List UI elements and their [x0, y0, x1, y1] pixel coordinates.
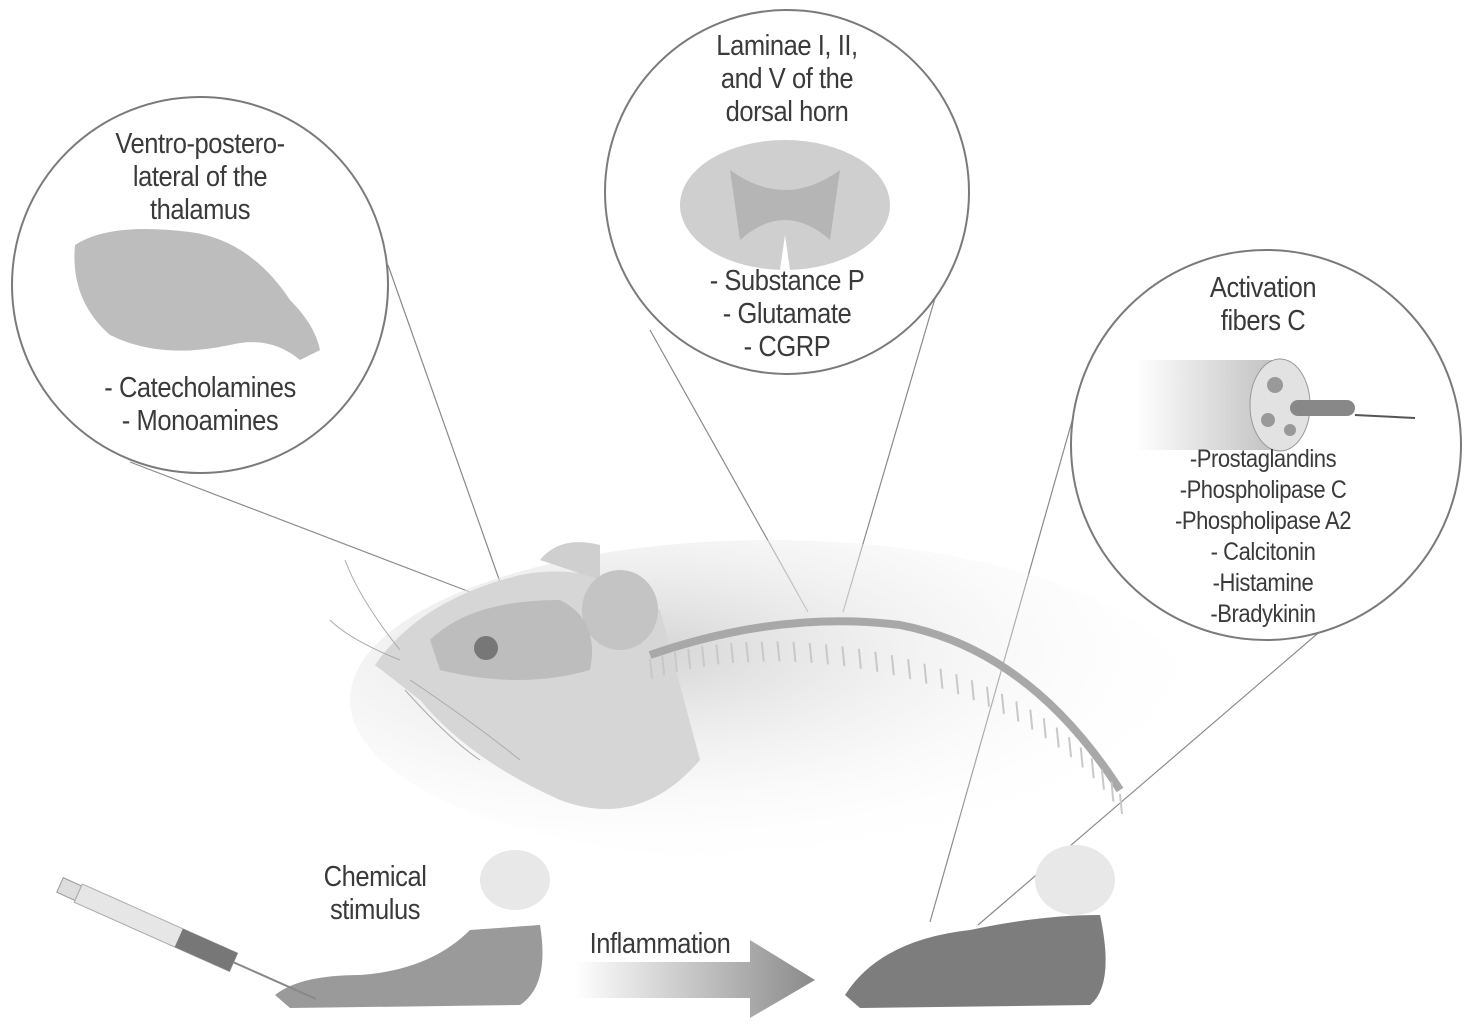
title-line: dorsal horn	[725, 96, 849, 128]
spinal-nerve	[673, 651, 678, 672]
whiskers-icon	[329, 559, 521, 761]
spinal-nerve	[792, 641, 797, 663]
list-item: -Phospholipase C	[1179, 476, 1347, 504]
inflammation-arrow	[575, 940, 815, 1018]
title-line: Ventro-postero-	[115, 128, 285, 160]
spinal-nerve	[890, 655, 895, 676]
spinal-nerve	[923, 663, 928, 684]
spinal-nerve	[939, 668, 944, 689]
thalamus-items: - Catecholamines - Monoamines	[59, 372, 341, 438]
right-paw-inflamed	[845, 845, 1115, 1008]
spinal-nerve	[874, 651, 879, 672]
spinal-nerve	[1090, 758, 1095, 779]
list-item: - Catecholamines	[104, 372, 296, 404]
spinal-nerve	[1119, 793, 1123, 815]
spinal-nerve	[808, 642, 813, 663]
spinal-nerve	[1110, 781, 1115, 802]
spinal-nerve	[661, 655, 666, 676]
title-line: thalamus	[149, 194, 251, 226]
spinal-nerve	[824, 644, 829, 665]
fibers-items: -Prostaglandins -Phospholipase C -Phosph…	[1131, 444, 1395, 630]
spinal-nerve	[745, 641, 750, 663]
spinal-nerve	[649, 658, 653, 680]
brain-icon	[74, 228, 320, 360]
spinal-nerve	[841, 646, 846, 667]
spinal-nerve	[1068, 737, 1073, 758]
label-line: stimulus	[329, 894, 421, 926]
label-line: Chemical	[323, 861, 427, 893]
title-line: lateral of the	[132, 161, 268, 193]
spinal-nerve	[715, 644, 720, 665]
spinal-cord	[648, 617, 1124, 793]
title-line: fibers C	[1220, 305, 1306, 337]
spinal-nerve	[1015, 701, 1020, 722]
list-item: - Glutamate	[722, 298, 852, 330]
title-line: and V of the	[720, 63, 854, 95]
thalamus-title: Ventro-postero- lateral of the thalamus	[77, 128, 323, 227]
rat-illustration	[329, 540, 1190, 860]
list-item: - Calcitonin	[1210, 538, 1316, 566]
nerve-fiber-icon	[1135, 358, 1416, 452]
list-item: -Phospholipase A2	[1175, 507, 1351, 535]
spinal-nerve	[687, 648, 692, 669]
left-paw	[275, 850, 550, 1008]
spinal-nerve	[1079, 747, 1084, 768]
spinal-nerve	[1000, 693, 1005, 714]
list-item: - CGRP	[743, 331, 831, 363]
list-item: -Histamine	[1212, 569, 1314, 597]
spinal-nerve	[970, 680, 975, 701]
list-item: - Substance P	[709, 265, 865, 297]
title-line: Activation	[1209, 272, 1317, 304]
spinal-nerve	[955, 674, 960, 695]
title-line: Laminae I, II,	[716, 30, 858, 62]
spinal-nerve	[1055, 727, 1060, 748]
spinal-nerve	[907, 659, 912, 680]
list-item: -Bradykinin	[1210, 600, 1316, 628]
list-item: - Monoamines	[121, 405, 279, 437]
chemical-stimulus-label: Chemical stimulus	[296, 861, 454, 927]
spinal-cross-section-icon	[680, 140, 890, 270]
spinal-nerve	[730, 642, 735, 664]
spinal-nerve	[1042, 718, 1047, 739]
spinal-nerve	[857, 648, 862, 669]
spinal-nerve	[1029, 709, 1034, 730]
list-item: -Prostaglandins	[1189, 445, 1337, 473]
fibers-title: Activation fibers C	[1157, 272, 1368, 338]
dorsal-horn-title: Laminae I, II, and V of the dorsal horn	[664, 30, 910, 129]
spinal-nerve	[701, 646, 706, 667]
spinal-nerve	[1100, 769, 1105, 790]
dorsal-horn-items: - Substance P - Glutamate - CGRP	[651, 265, 924, 364]
spinal-nerve	[776, 641, 781, 662]
inflammation-label: Inflammation	[589, 928, 731, 960]
spinal-nerve	[760, 641, 765, 662]
syringe-icon	[56, 877, 317, 1000]
spinal-nerve	[986, 686, 991, 707]
